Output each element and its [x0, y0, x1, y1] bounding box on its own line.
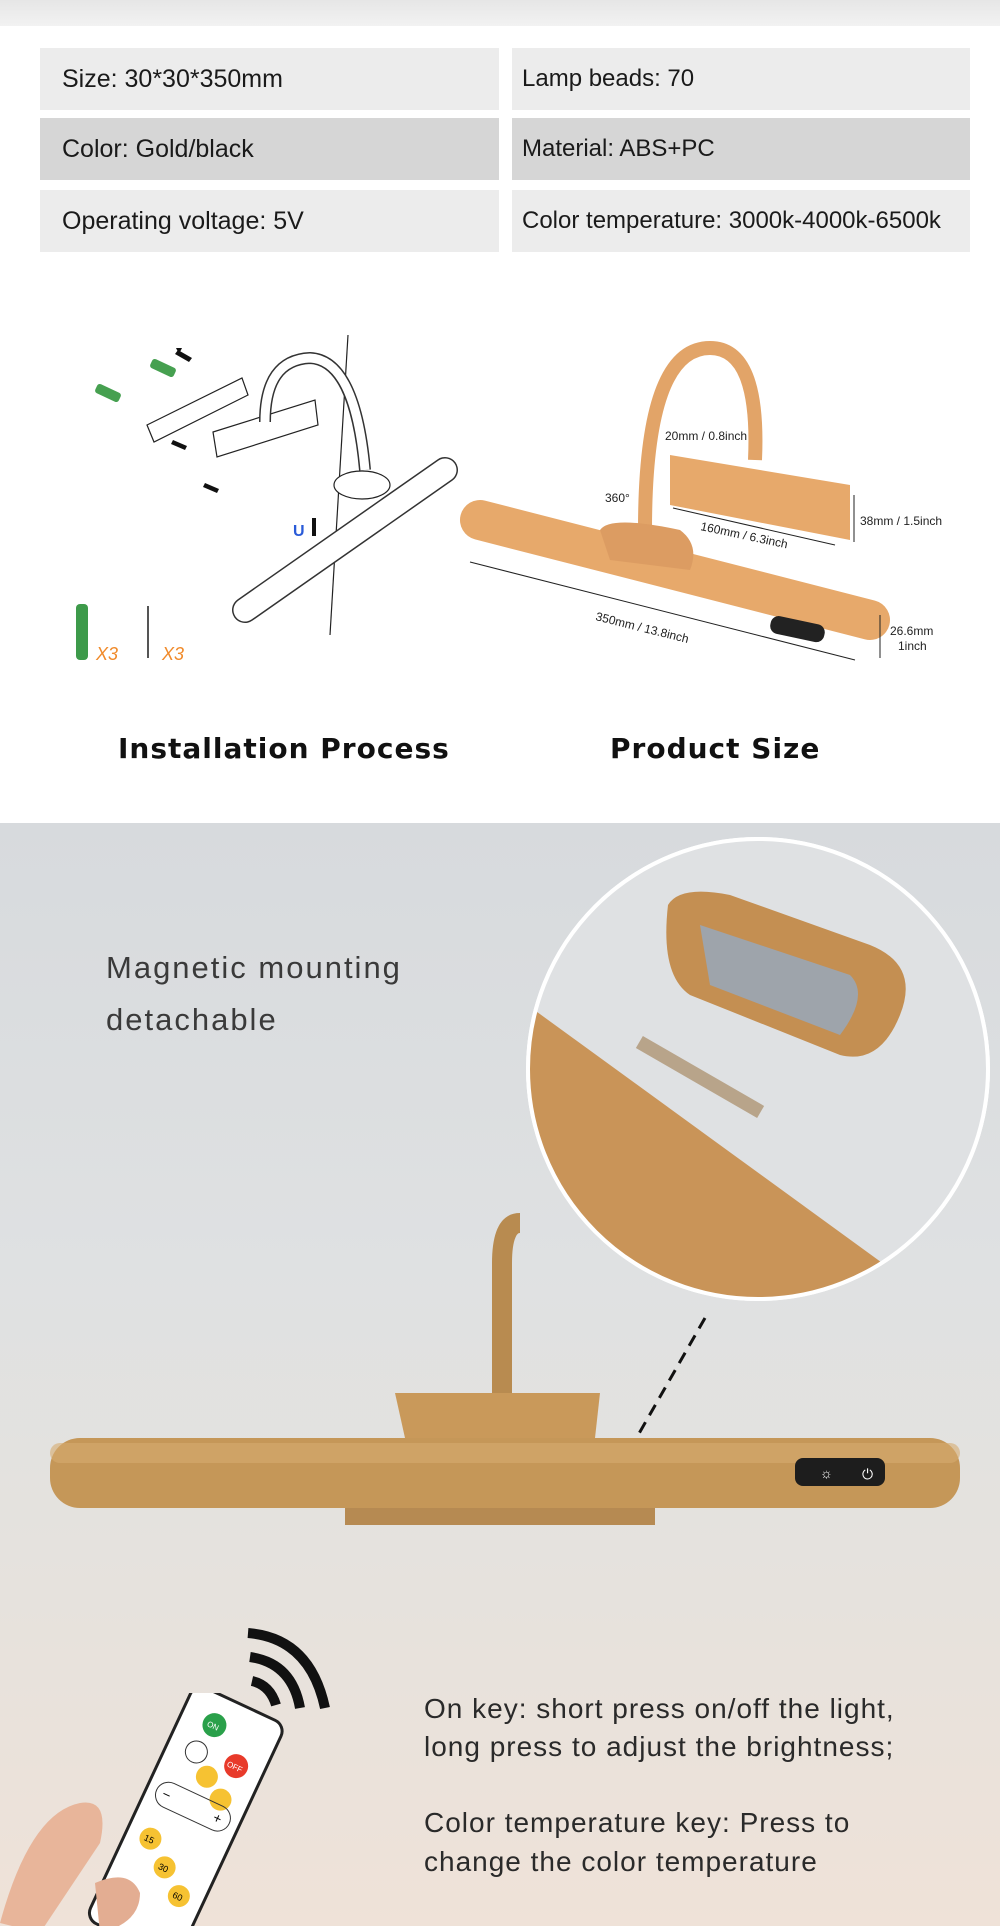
spec-color: Color: Gold/black [40, 118, 499, 180]
lamp-photo: ☼ ⏻ [50, 1213, 960, 1525]
installation-caption: Installation Process [118, 732, 450, 765]
svg-text:U: U [293, 523, 305, 540]
screw-count: X3 [161, 644, 184, 664]
on-key-desc-line-1: On key: short press on/off the light, [424, 1693, 895, 1724]
installation-diagram: U X3 X3 [76, 334, 458, 664]
signal-icon [247, 1628, 330, 1710]
timer-30: 30 [157, 1861, 170, 1874]
spec-material: Material: ABS+PC [512, 118, 970, 180]
magnet-closeup [526, 837, 990, 1301]
product-size-caption: Product Size [610, 732, 821, 765]
spec-voltage: Operating voltage: 5V [40, 190, 499, 252]
dim-bar-diameter-in: 1inch [898, 639, 927, 653]
anchor-icon [76, 604, 88, 660]
top-banner-edge [0, 0, 1000, 26]
timer-60: 60 [171, 1890, 184, 1903]
product-photo-section: Magnetic mounting detachable ☼ ⏻ [0, 823, 1000, 1926]
feature-line-1: Magnetic mounting [106, 950, 402, 985]
power-icon: ⏻ [862, 1466, 873, 1482]
dim-base-depth: 20mm / 0.8inch [665, 429, 747, 443]
feature-line-2: detachable [106, 1002, 278, 1037]
timer-15: 15 [142, 1833, 155, 1846]
on-key-desc-line-2: long press to adjust the brightness; [424, 1731, 895, 1762]
spec-size: Size: 30*30*350mm [40, 48, 499, 110]
spec-color-temperature: Color temperature: 3000k-4000k-6500k [512, 190, 970, 252]
brightness-icon: ☼ [820, 1465, 833, 1481]
spec-lamp-beads: Lamp beads: 70 [512, 48, 970, 110]
color-key-desc-line-2: change the color temperature [424, 1846, 818, 1877]
dim-base-height: 38mm / 1.5inch [860, 514, 942, 528]
dashed-pointer [623, 1317, 707, 1459]
touch-control-panel [795, 1458, 885, 1486]
product-size-diagram: 20mm / 0.8inch 360° 160mm / 6.3inch 38mm… [460, 340, 942, 661]
anchor-count: X3 [95, 644, 118, 664]
remote-control: ON OFF − + 15 30 60 [0, 1693, 284, 1926]
dim-rotation: 360° [605, 491, 630, 505]
color-key-desc-line-1: Color temperature key: Press to [424, 1807, 851, 1838]
dim-bar-diameter-mm: 26.6mm [890, 624, 933, 638]
